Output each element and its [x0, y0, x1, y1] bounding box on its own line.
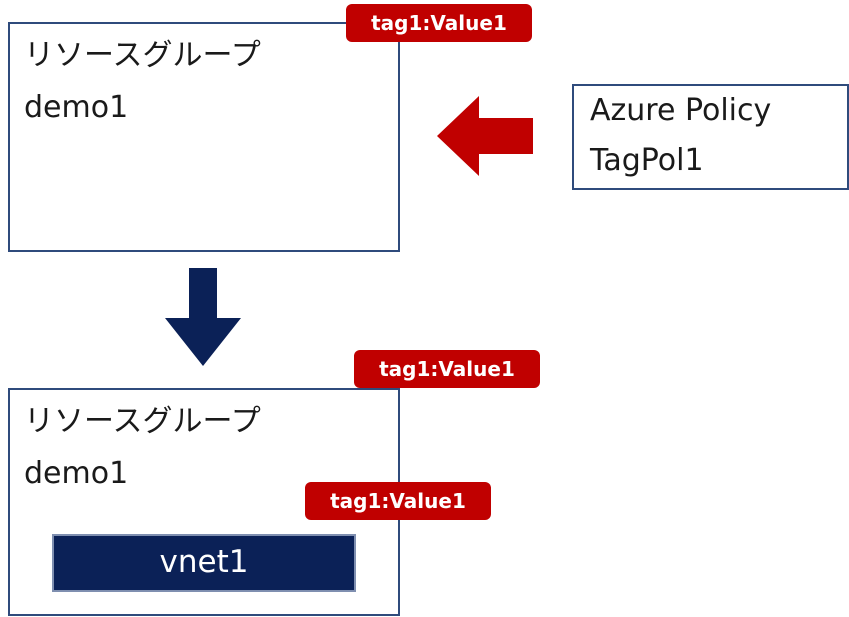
resource-group-bottom-name: demo1 — [24, 456, 129, 491]
flow-down-arrow-icon — [165, 268, 241, 366]
policy-apply-arrow-icon — [437, 96, 533, 176]
vnet-resource: vnet1 — [52, 534, 356, 592]
resource-group-top-name: demo1 — [24, 90, 129, 125]
resource-group-top-type-label: リソースグループ — [24, 38, 261, 73]
resource-group-top-tag: tag1:Value1 — [346, 4, 532, 42]
resource-group-bottom-text: リソースグループ demo1 — [24, 396, 261, 500]
azure-policy-box: Azure Policy TagPol1 — [572, 84, 849, 190]
azure-policy-text: Azure Policy TagPol1 — [590, 86, 771, 186]
vnet-resource-tag: tag1:Value1 — [305, 482, 491, 520]
azure-policy-name: TagPol1 — [590, 143, 704, 178]
flow-down-arrow-shape — [165, 268, 241, 366]
resource-group-bottom-tag: tag1:Value1 — [354, 350, 540, 388]
azure-policy-label: Azure Policy — [590, 93, 772, 128]
policy-apply-arrow-shape — [437, 96, 533, 176]
resource-group-bottom-type-label: リソースグループ — [24, 404, 261, 439]
resource-group-top: リソースグループ demo1 — [8, 22, 400, 252]
resource-group-top-text: リソースグループ demo1 — [24, 30, 261, 134]
